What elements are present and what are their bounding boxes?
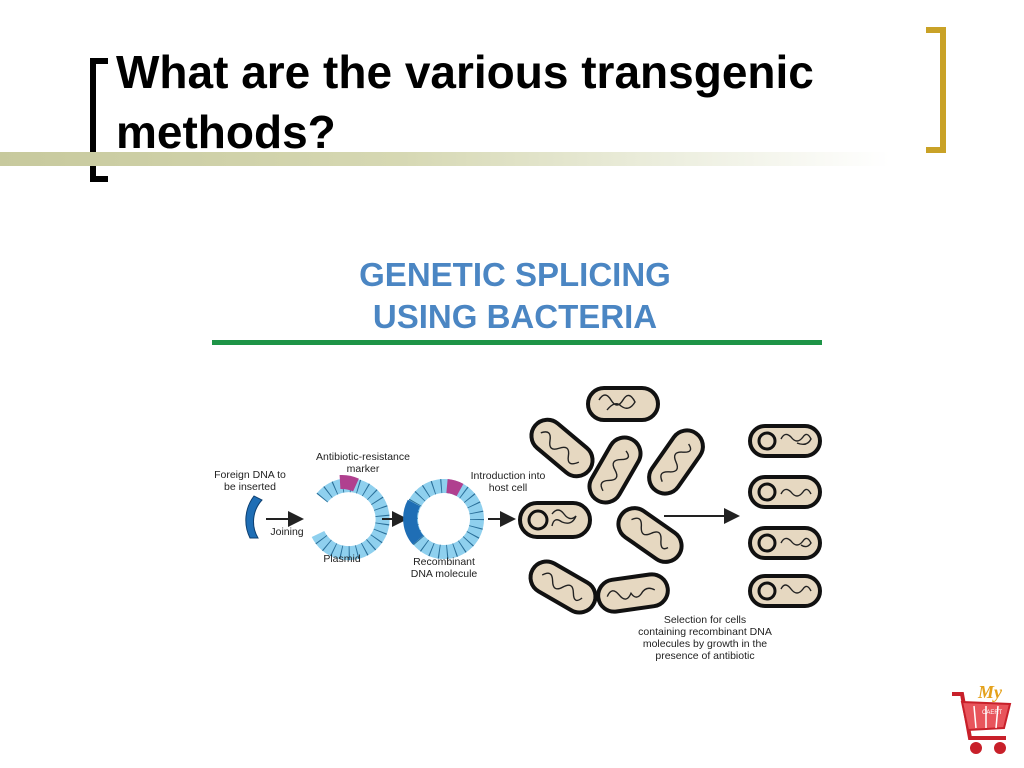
selected-cell <box>748 424 822 458</box>
host-cell-with-plasmid <box>518 501 592 539</box>
title-bracket-left <box>90 58 108 182</box>
bacterium <box>647 428 705 496</box>
bacterium <box>586 386 660 422</box>
selected-cell <box>748 574 822 608</box>
label-introduction-line2: host cell <box>488 482 528 494</box>
selected-cell <box>748 526 822 560</box>
mycaert-cart-logo: My CAERT <box>952 682 1012 754</box>
bacterium <box>616 506 684 564</box>
label-selection-line4: presence of antibiotic <box>655 650 755 662</box>
label-selection-line3: molecules by growth in the <box>642 638 768 650</box>
figure-heading-rule <box>212 340 822 345</box>
figure-heading-line1: GENETIC SPLICING <box>359 256 671 293</box>
label-plasmid: Plasmid <box>323 553 361 565</box>
bacterium <box>596 572 670 614</box>
figure-heading-line2: USING BACTERIA <box>372 298 658 335</box>
recombinant-dna-molecule <box>403 479 484 559</box>
label-foreign-dna-line2: be inserted <box>224 481 276 493</box>
logo-subtext: CAERT <box>982 710 1003 716</box>
foreign-dna-fragment <box>245 495 263 539</box>
label-selection-line1: Selection for cells <box>663 614 747 626</box>
label-recombinant-line2: DNA molecule <box>410 568 478 580</box>
bacterium <box>587 435 643 505</box>
label-introduction-line1: Introduction into <box>470 470 546 482</box>
title-underline-band <box>0 152 890 166</box>
slide-title: What are the various transgenic methods? <box>116 46 814 158</box>
selected-cell <box>748 475 822 509</box>
bacterium <box>528 559 598 615</box>
label-selection-line2: containing recombinant DNA <box>638 626 772 638</box>
label-joining: Joining <box>270 526 304 538</box>
logo-text: My <box>977 682 1003 702</box>
bacterium <box>529 417 595 479</box>
title-bracket-right <box>926 27 946 153</box>
label-recombinant-line1: Recombinant <box>413 556 475 568</box>
label-marker-line1: Antibiotic-resistance <box>316 451 410 463</box>
label-marker-line2: marker <box>346 463 380 475</box>
plasmid-open <box>311 474 390 561</box>
label-foreign-dna-line1: Foreign DNA to <box>214 469 286 481</box>
